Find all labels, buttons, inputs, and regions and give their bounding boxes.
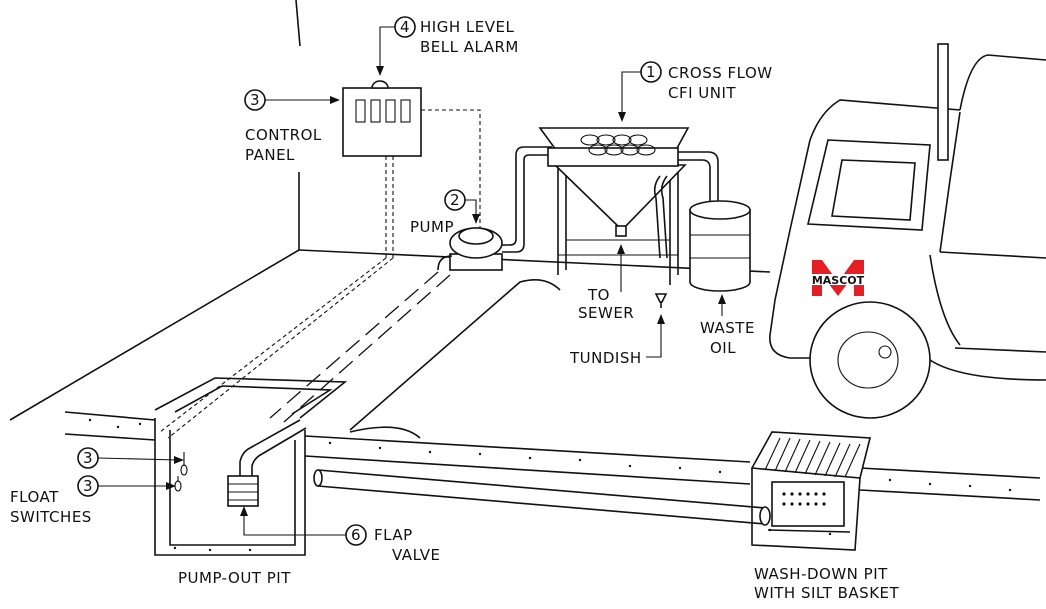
tundish — [654, 293, 668, 308]
concrete-texture — [88, 418, 1012, 552]
to-sewer-label: TO SEWER — [578, 244, 634, 322]
drain-pipe — [313, 469, 771, 526]
callout-4-line-2: BELL ALARM — [420, 38, 519, 56]
flap-valve — [227, 419, 307, 507]
underground-cables — [159, 257, 451, 439]
callout-2: 2 PUMP — [410, 189, 480, 236]
callout-6: 6 FLAP VALVE — [240, 506, 441, 564]
callout-6-line-1: FLAP — [374, 526, 413, 544]
callout-3-line-1: CONTROL — [245, 126, 322, 144]
callout-1: 1 CROSS FLOW CFI UNIT — [618, 61, 773, 122]
truck-logo: MASCOT — [810, 260, 866, 296]
wash-down-pit-line-2: WITH SILT BASKET — [754, 584, 900, 602]
float-switches-line-2: SWITCHES — [10, 508, 92, 526]
pump-out-pit-label: PUMP-OUT PIT — [178, 569, 291, 587]
callout-1-line-1: CROSS FLOW — [668, 64, 773, 82]
callout-2-number: 2 — [450, 191, 460, 209]
callout-3-number: 3 — [250, 91, 260, 109]
callout-4-number: 4 — [400, 18, 410, 36]
callout-3-line-2: PANEL — [245, 146, 295, 164]
ground-slab — [64, 279, 1041, 552]
grate — [764, 437, 861, 478]
waste-oil-drum — [689, 200, 751, 292]
float-switch-2-number: 3 — [83, 477, 93, 495]
float-switch-callouts: 3 3 FLOAT SWITCHES — [10, 447, 184, 526]
bell-alarm-icon — [371, 80, 389, 89]
truck: MASCOT — [769, 43, 1046, 419]
waste-oil-line-2: OIL — [710, 339, 736, 357]
waste-oil-line-1: WASTE — [700, 319, 755, 337]
callout-1-number: 1 — [646, 63, 656, 81]
truck-logo-text: MASCOT — [812, 274, 865, 287]
to-sewer-line-2: SEWER — [578, 304, 634, 322]
to-sewer-line-1: TO — [587, 286, 610, 304]
callout-3: 3 CONTROL PANEL — [244, 89, 340, 164]
callout-6-number: 6 — [351, 526, 361, 544]
callout-1-line-2: CFI UNIT — [668, 84, 736, 102]
tundish-text: TUNDISH — [569, 349, 642, 367]
float-switches-line-1: FLOAT — [10, 488, 59, 506]
pump-out-pit — [154, 377, 348, 556]
wash-down-pit-line-1: WASH-DOWN PIT — [754, 565, 888, 583]
tundish-label: TUNDISH — [569, 314, 665, 367]
cfi-unit — [538, 127, 719, 285]
waste-oil-label: WASTE OIL — [700, 294, 755, 357]
control-panel — [342, 80, 481, 258]
filter-media — [580, 134, 656, 156]
callout-6-line-2: VALVE — [392, 546, 441, 564]
callout-4: 4 HIGH LEVEL BELL ALARM — [376, 16, 519, 76]
wash-down-pit — [750, 431, 872, 551]
float-switch-1-number: 3 — [83, 449, 93, 467]
pump — [437, 146, 552, 271]
callout-2-label: PUMP — [410, 218, 454, 236]
callout-4-line-1: HIGH LEVEL — [420, 18, 514, 36]
